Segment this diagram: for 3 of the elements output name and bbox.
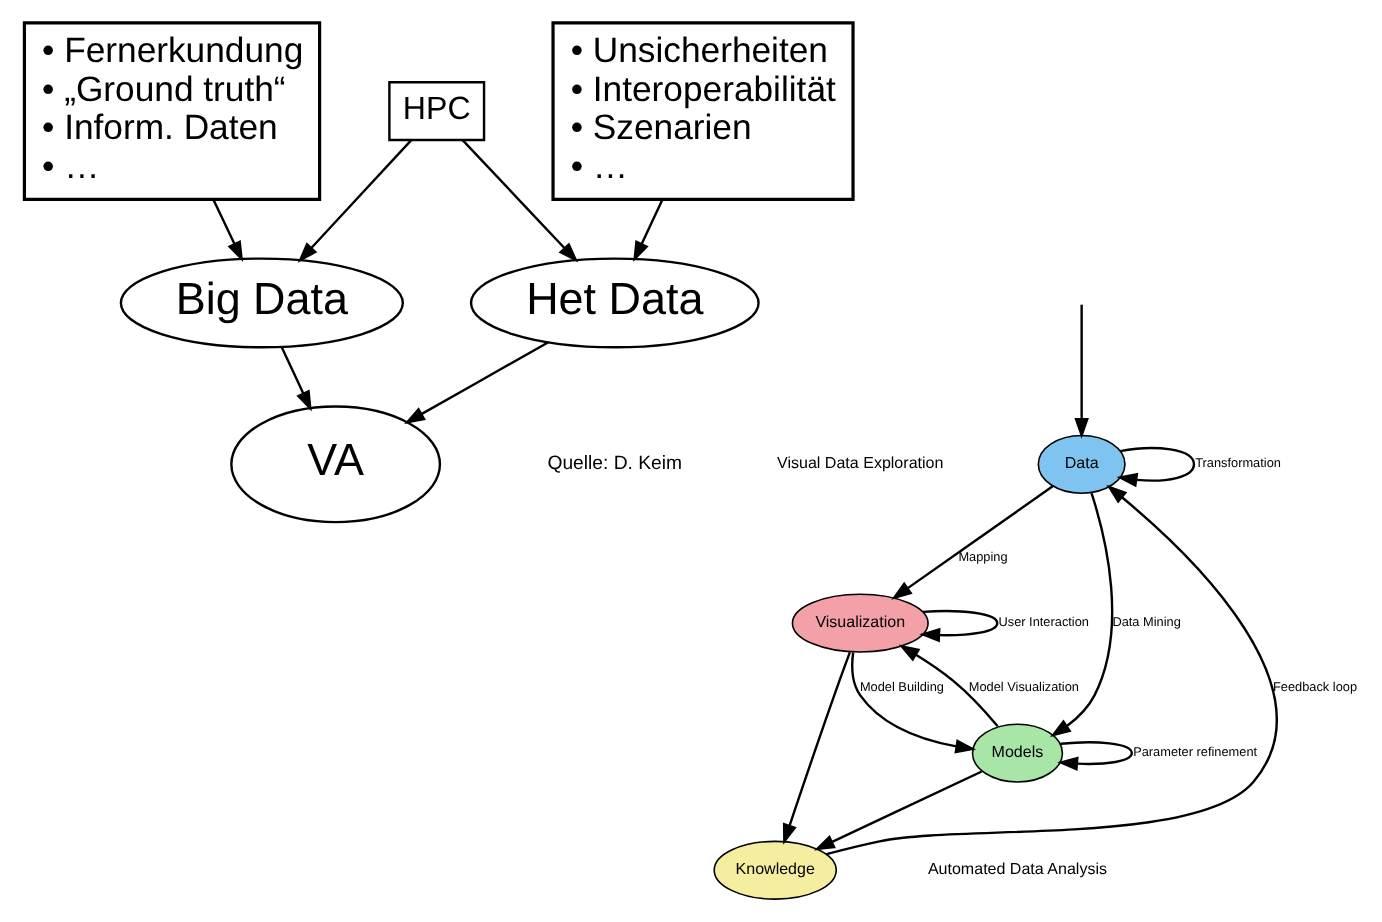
label: Quelle: D. Keim [547, 453, 683, 476]
label: Automated Data Analysis [927, 860, 1108, 879]
label: Visual Data Exploration [777, 454, 944, 473]
